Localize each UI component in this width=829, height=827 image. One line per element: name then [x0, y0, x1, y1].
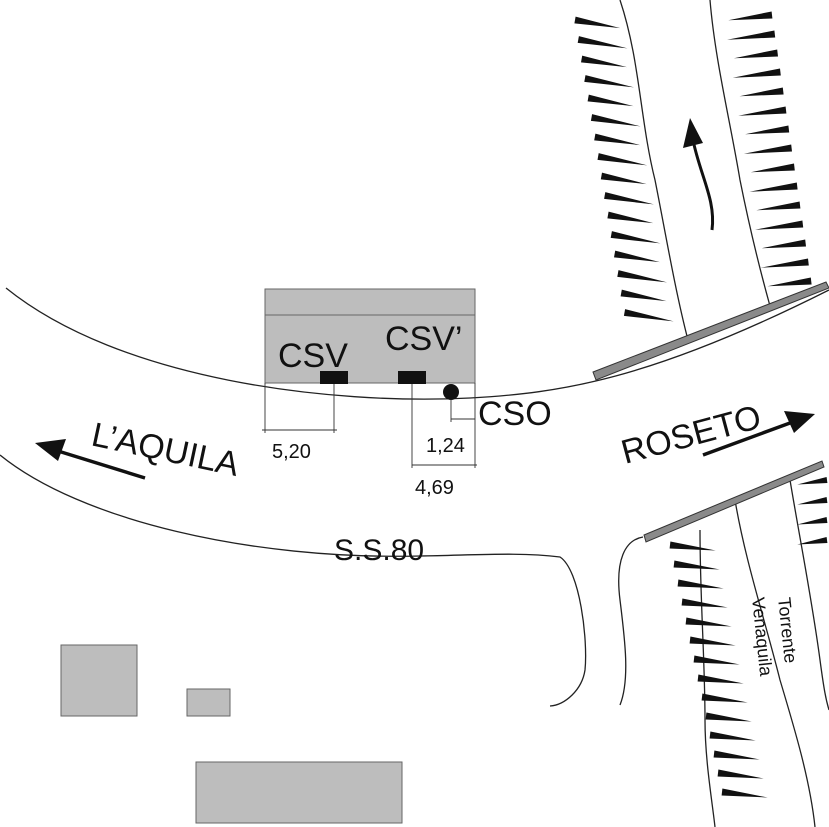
- flow-arrowhead: [683, 118, 703, 148]
- building-bottom: [195, 761, 403, 824]
- hatch-mark: [669, 541, 716, 551]
- hatch-mark: [607, 211, 654, 224]
- hatch-mark: [574, 16, 621, 29]
- hatch-mark: [738, 106, 787, 116]
- hatch-mark: [577, 36, 628, 49]
- sensor-cso: [443, 384, 459, 400]
- hatch-mark: [604, 192, 654, 205]
- hatch-mark: [697, 674, 744, 684]
- road-south-edge: [0, 454, 587, 707]
- direction-roseto: ROSETO: [617, 398, 765, 472]
- label-cso: CSO: [478, 395, 552, 433]
- hatch-mark: [581, 55, 627, 68]
- building-body: [264, 314, 476, 384]
- dim-csv: 5,20: [272, 441, 311, 463]
- river-label: Torrente: [774, 596, 801, 664]
- hatch-mark: [761, 239, 806, 249]
- river-label-2: Venaquila: [748, 596, 776, 678]
- hatch-mark: [755, 220, 804, 230]
- hatch-mark: [743, 144, 792, 154]
- dim-line-csv: [262, 383, 337, 433]
- dim-line-cso: [450, 383, 476, 468]
- road-north-edge: [5, 287, 829, 400]
- hatch-mark: [600, 172, 647, 185]
- label-laquila: L’AQUILA: [88, 416, 242, 484]
- flow-arrow: [691, 139, 715, 231]
- hatch-mark: [587, 94, 634, 107]
- dim-line-csv-prime: [411, 384, 477, 468]
- hatch-mark: [709, 731, 756, 741]
- label-road: S.S.80: [334, 534, 424, 567]
- hatch-mark: [701, 693, 748, 703]
- label-roseto: ROSETO: [617, 398, 765, 472]
- river-label-line2: Venaquila: [748, 596, 776, 678]
- hatch-mark: [614, 250, 660, 263]
- hatch-mark: [594, 133, 641, 146]
- bridge-north: [592, 281, 829, 381]
- roseto-arrowhead: [784, 411, 815, 433]
- hatch-mark: [760, 258, 809, 268]
- laquila-arrow-shaft: [57, 449, 146, 480]
- hatch-mark: [597, 153, 648, 166]
- hatch-mark: [756, 201, 801, 211]
- dim-csv-prime: 4,69: [415, 477, 454, 499]
- hatch-mark: [745, 125, 790, 135]
- hatch-mark: [733, 49, 778, 59]
- river-bank-west-upper: [619, 0, 689, 341]
- building-roof: [264, 288, 476, 316]
- embankment-hatching-west-lower: [669, 541, 768, 798]
- hatch-mark: [620, 289, 667, 302]
- dim-cso: 1,24: [426, 435, 465, 457]
- laquila-arrowhead: [35, 439, 66, 461]
- hatch-mark: [689, 636, 736, 646]
- label-csv: CSV: [278, 337, 348, 375]
- hatch-mark: [767, 277, 812, 287]
- direction-laquila: L’AQUILA: [88, 416, 242, 484]
- hatch-mark: [739, 87, 784, 97]
- hatch-mark: [677, 579, 724, 589]
- hatch-mark: [623, 309, 674, 322]
- hatch-mark: [681, 598, 728, 608]
- hatch-mark: [797, 497, 828, 505]
- building-tiny: [186, 688, 231, 717]
- hatch-mark: [749, 182, 798, 192]
- embankment-hatching-west-upper: [574, 16, 674, 322]
- sensor-csv-prime: [398, 371, 426, 384]
- hatch-mark: [732, 68, 781, 78]
- sensor-csv: [320, 371, 348, 384]
- hatch-mark: [610, 231, 661, 244]
- hatch-mark: [693, 655, 740, 665]
- hatch-mark: [717, 769, 764, 779]
- river-bank-east-lower: [734, 499, 816, 827]
- river-bank-far-east-lower: [789, 479, 829, 711]
- hatch-mark: [713, 750, 760, 760]
- river-bank-east-upper: [709, 0, 771, 307]
- hatch-mark: [728, 11, 773, 21]
- hatch-mark: [590, 114, 641, 127]
- roseto-arrow-shaft: [702, 421, 791, 457]
- hatch-mark: [673, 560, 720, 570]
- embankment-hatching-east-upper: [727, 11, 812, 287]
- hatch-mark: [797, 517, 828, 525]
- hatch-mark: [727, 30, 776, 40]
- hatch-mark: [750, 163, 795, 173]
- hatch-mark: [705, 712, 752, 722]
- bridge-south: [643, 460, 825, 543]
- hatch-mark: [584, 75, 635, 88]
- embankment-hatching-east-lower: [797, 477, 828, 545]
- hatch-mark: [685, 617, 732, 627]
- label-csv-prime: CSV’: [385, 320, 462, 358]
- river-label-line1: Torrente: [774, 596, 801, 664]
- hatch-mark: [721, 788, 768, 798]
- road-side-edge: [618, 536, 644, 706]
- hatch-mark: [617, 270, 668, 283]
- building-small-left: [60, 644, 138, 717]
- hatch-mark: [797, 537, 828, 545]
- hatch-mark: [797, 477, 828, 485]
